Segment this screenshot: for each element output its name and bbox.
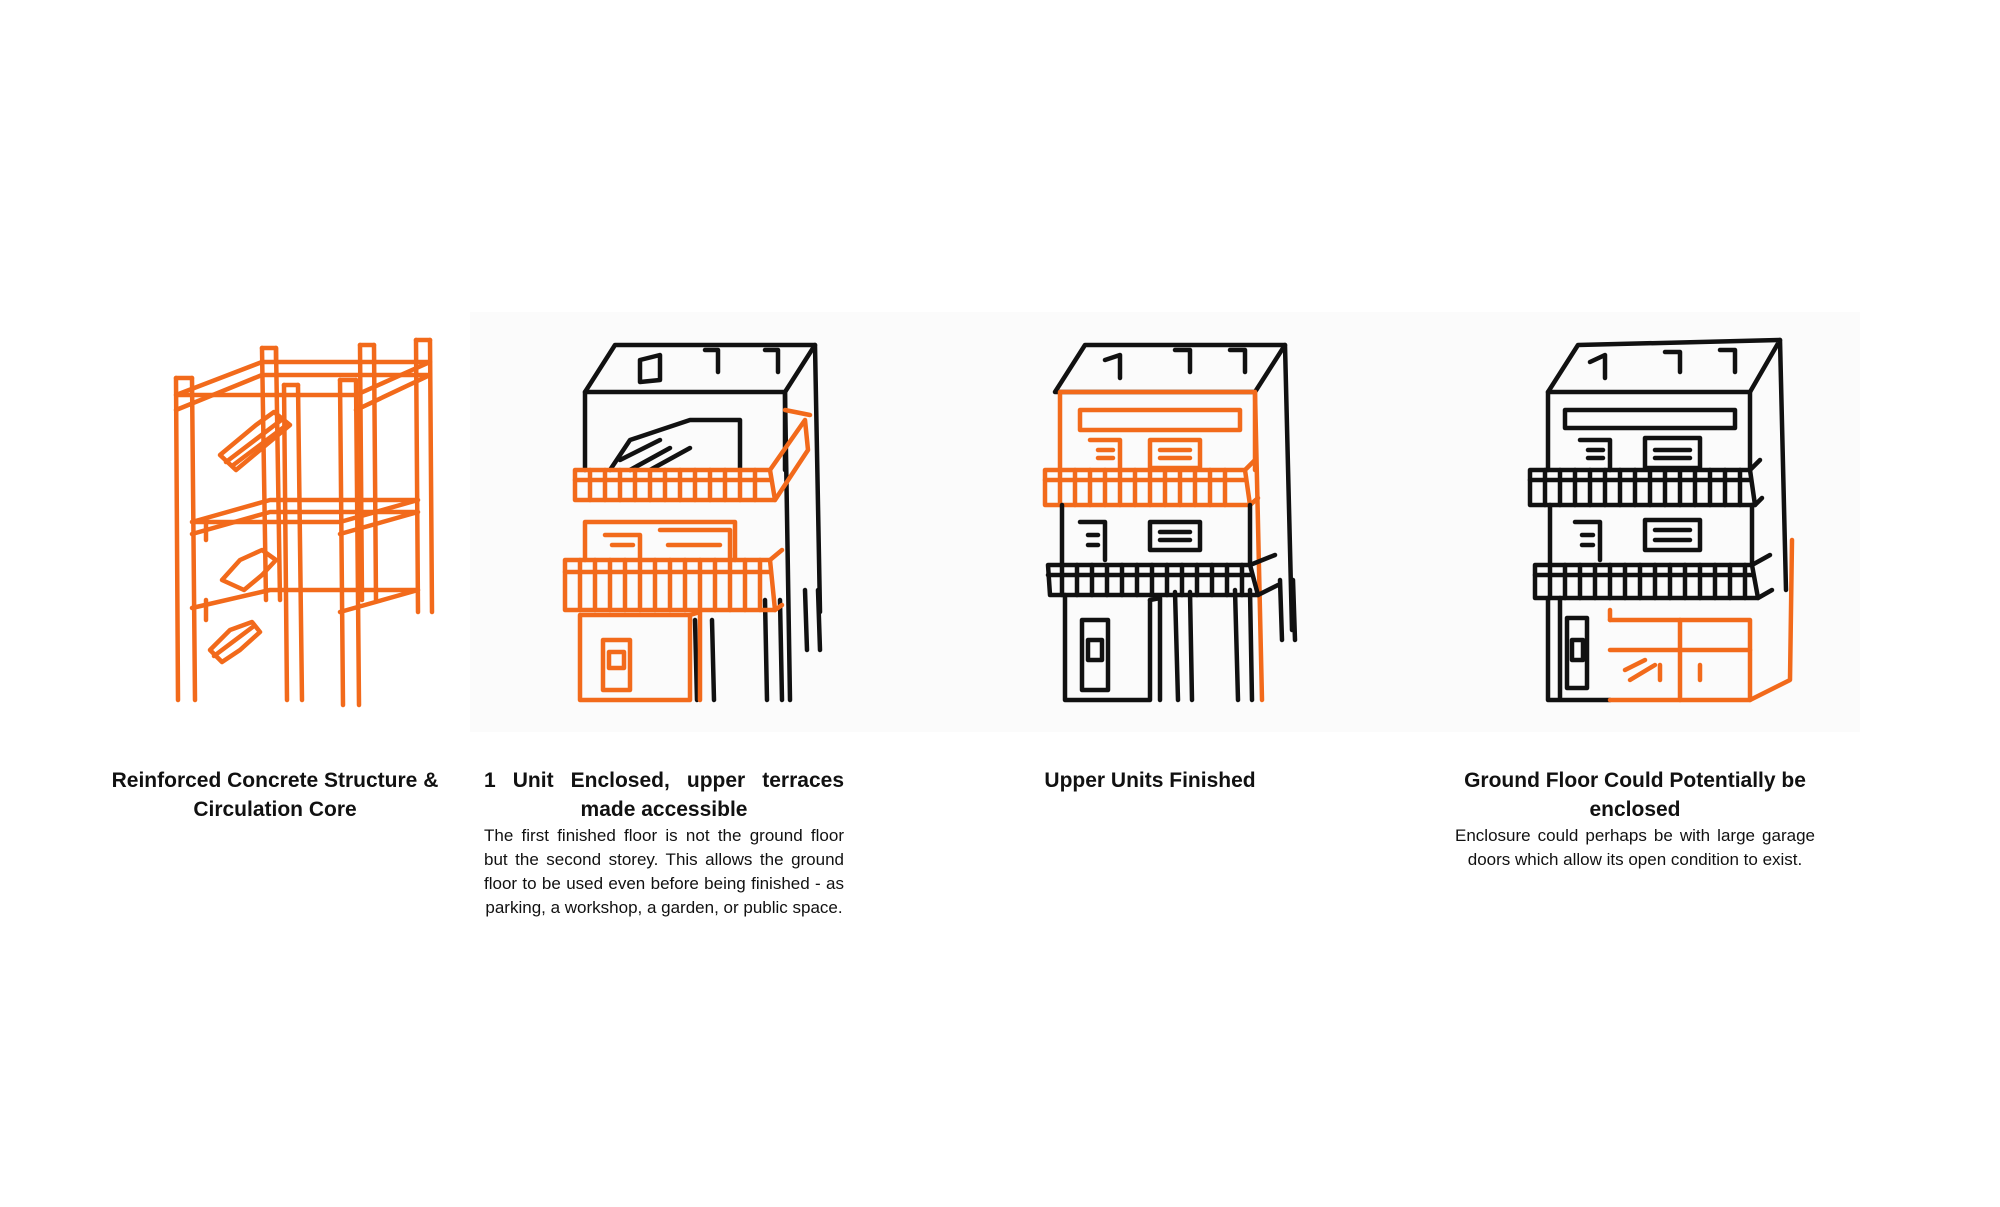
sketch-ground-floor-enclosed bbox=[1527, 337, 1795, 703]
stage-1-title: Reinforced Concrete Structure & Circulat… bbox=[111, 769, 439, 821]
sketch-one-unit-enclosed bbox=[562, 342, 823, 703]
caption-stage-2: 1 Unit Enclosed, upper terraces made acc… bbox=[484, 766, 844, 920]
stage-2-description: The first finished floor is not the grou… bbox=[484, 826, 844, 917]
stage-3-title: Upper Units Finished bbox=[1044, 769, 1256, 792]
stage-4-title: Ground Floor Could Potentially be enclos… bbox=[1464, 769, 1806, 821]
caption-stage-4: Ground Floor Could Potentially be enclos… bbox=[1455, 766, 1815, 872]
caption-stage-3: Upper Units Finished bbox=[1000, 766, 1300, 795]
stage-4-description: Enclosure could perhaps be with large ga… bbox=[1455, 826, 1815, 869]
stage-2-title: 1 Unit Enclosed, upper terraces made acc… bbox=[484, 769, 844, 821]
caption-stage-1: Reinforced Concrete Structure & Circulat… bbox=[105, 766, 445, 824]
sketch-structure-frame bbox=[173, 337, 435, 708]
sketch-upper-units-finished bbox=[1042, 342, 1298, 703]
